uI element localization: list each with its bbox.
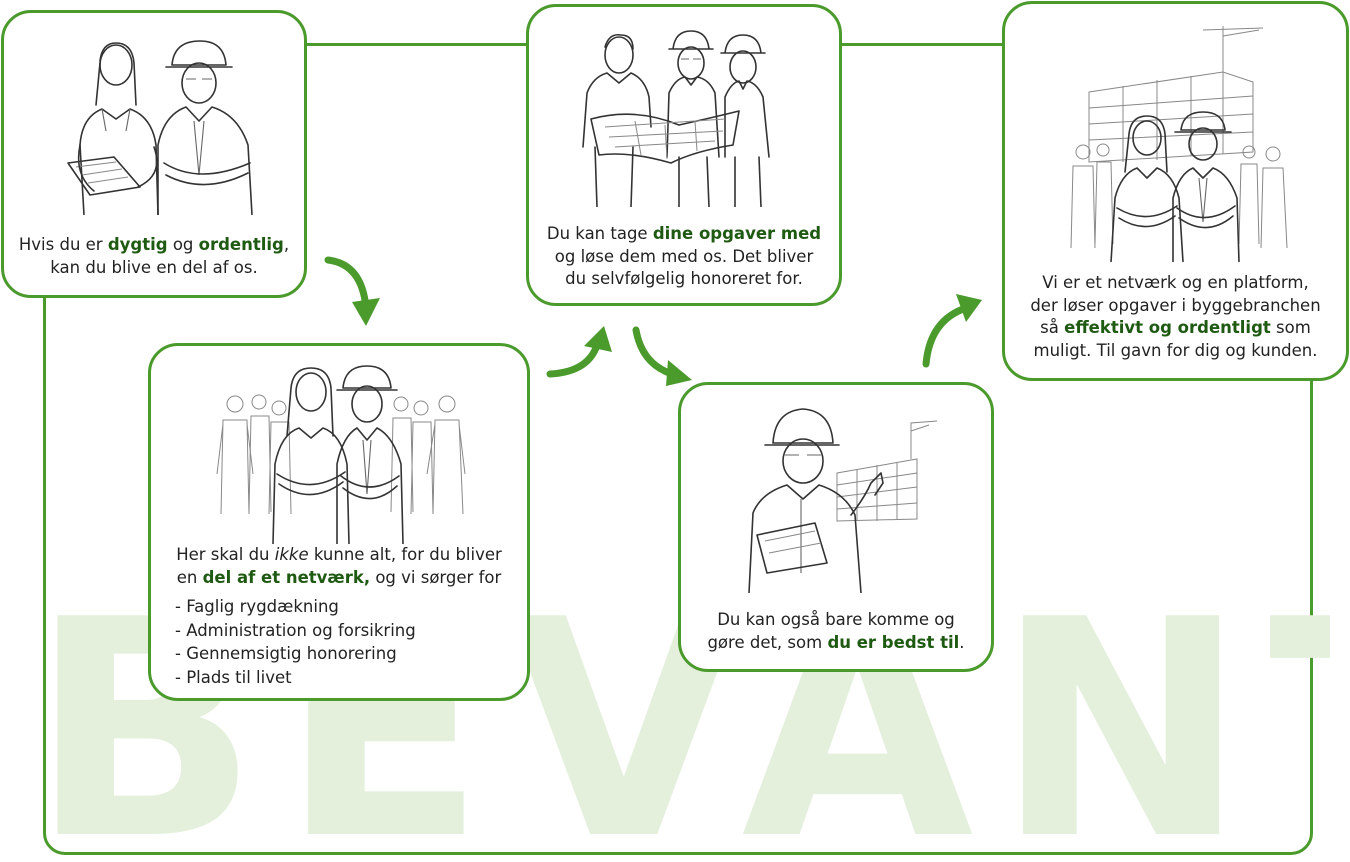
two-people-illustration (67, 40, 253, 215)
card-bedst: Du kan også bare komme og gøre det, som … (678, 382, 994, 672)
card-platform: Vi er et netværk og en platform, der løs… (1002, 1, 1349, 381)
card-netvaerk: Her skal du ikke kunne alt, for du blive… (148, 343, 530, 701)
list-item: - Faglig rygdækning (175, 597, 339, 616)
benefits-list: - Faglig rygdækning - Administration og … (175, 595, 416, 689)
arrow-3-icon (632, 326, 692, 386)
team-illustration (216, 365, 466, 544)
arrow-1-icon (324, 256, 380, 326)
card-platform-text: Vi er et netværk og en platform, der løs… (1030, 273, 1321, 360)
card-bedst-text: Du kan også bare komme og gøre det, som … (707, 610, 965, 652)
arrow-4-icon (922, 294, 982, 368)
card-netvaerk-text: Her skal du ikke kunne alt, for du blive… (176, 545, 502, 587)
card-opgaver: Du kan tage dine opgaver med og løse dem… (526, 4, 842, 306)
list-item: - Gennemsigtig honorering (175, 644, 397, 663)
card-dygtig: Hvis du er dygtig og ordentlig, kan du b… (1, 10, 307, 298)
card-dygtig-text: Hvis du er dygtig og ordentlig, kan du b… (18, 235, 290, 277)
list-item: - Plads til livet (175, 667, 292, 687)
arrow-2-icon (546, 326, 612, 378)
list-item: - Administration og forsikring (175, 620, 416, 640)
blueprint-illustration (582, 30, 770, 207)
team-building-illustration (1070, 26, 1288, 262)
card-opgaver-text: Du kan tage dine opgaver med og løse dem… (546, 224, 822, 288)
worker-tablet-illustration (748, 408, 938, 593)
